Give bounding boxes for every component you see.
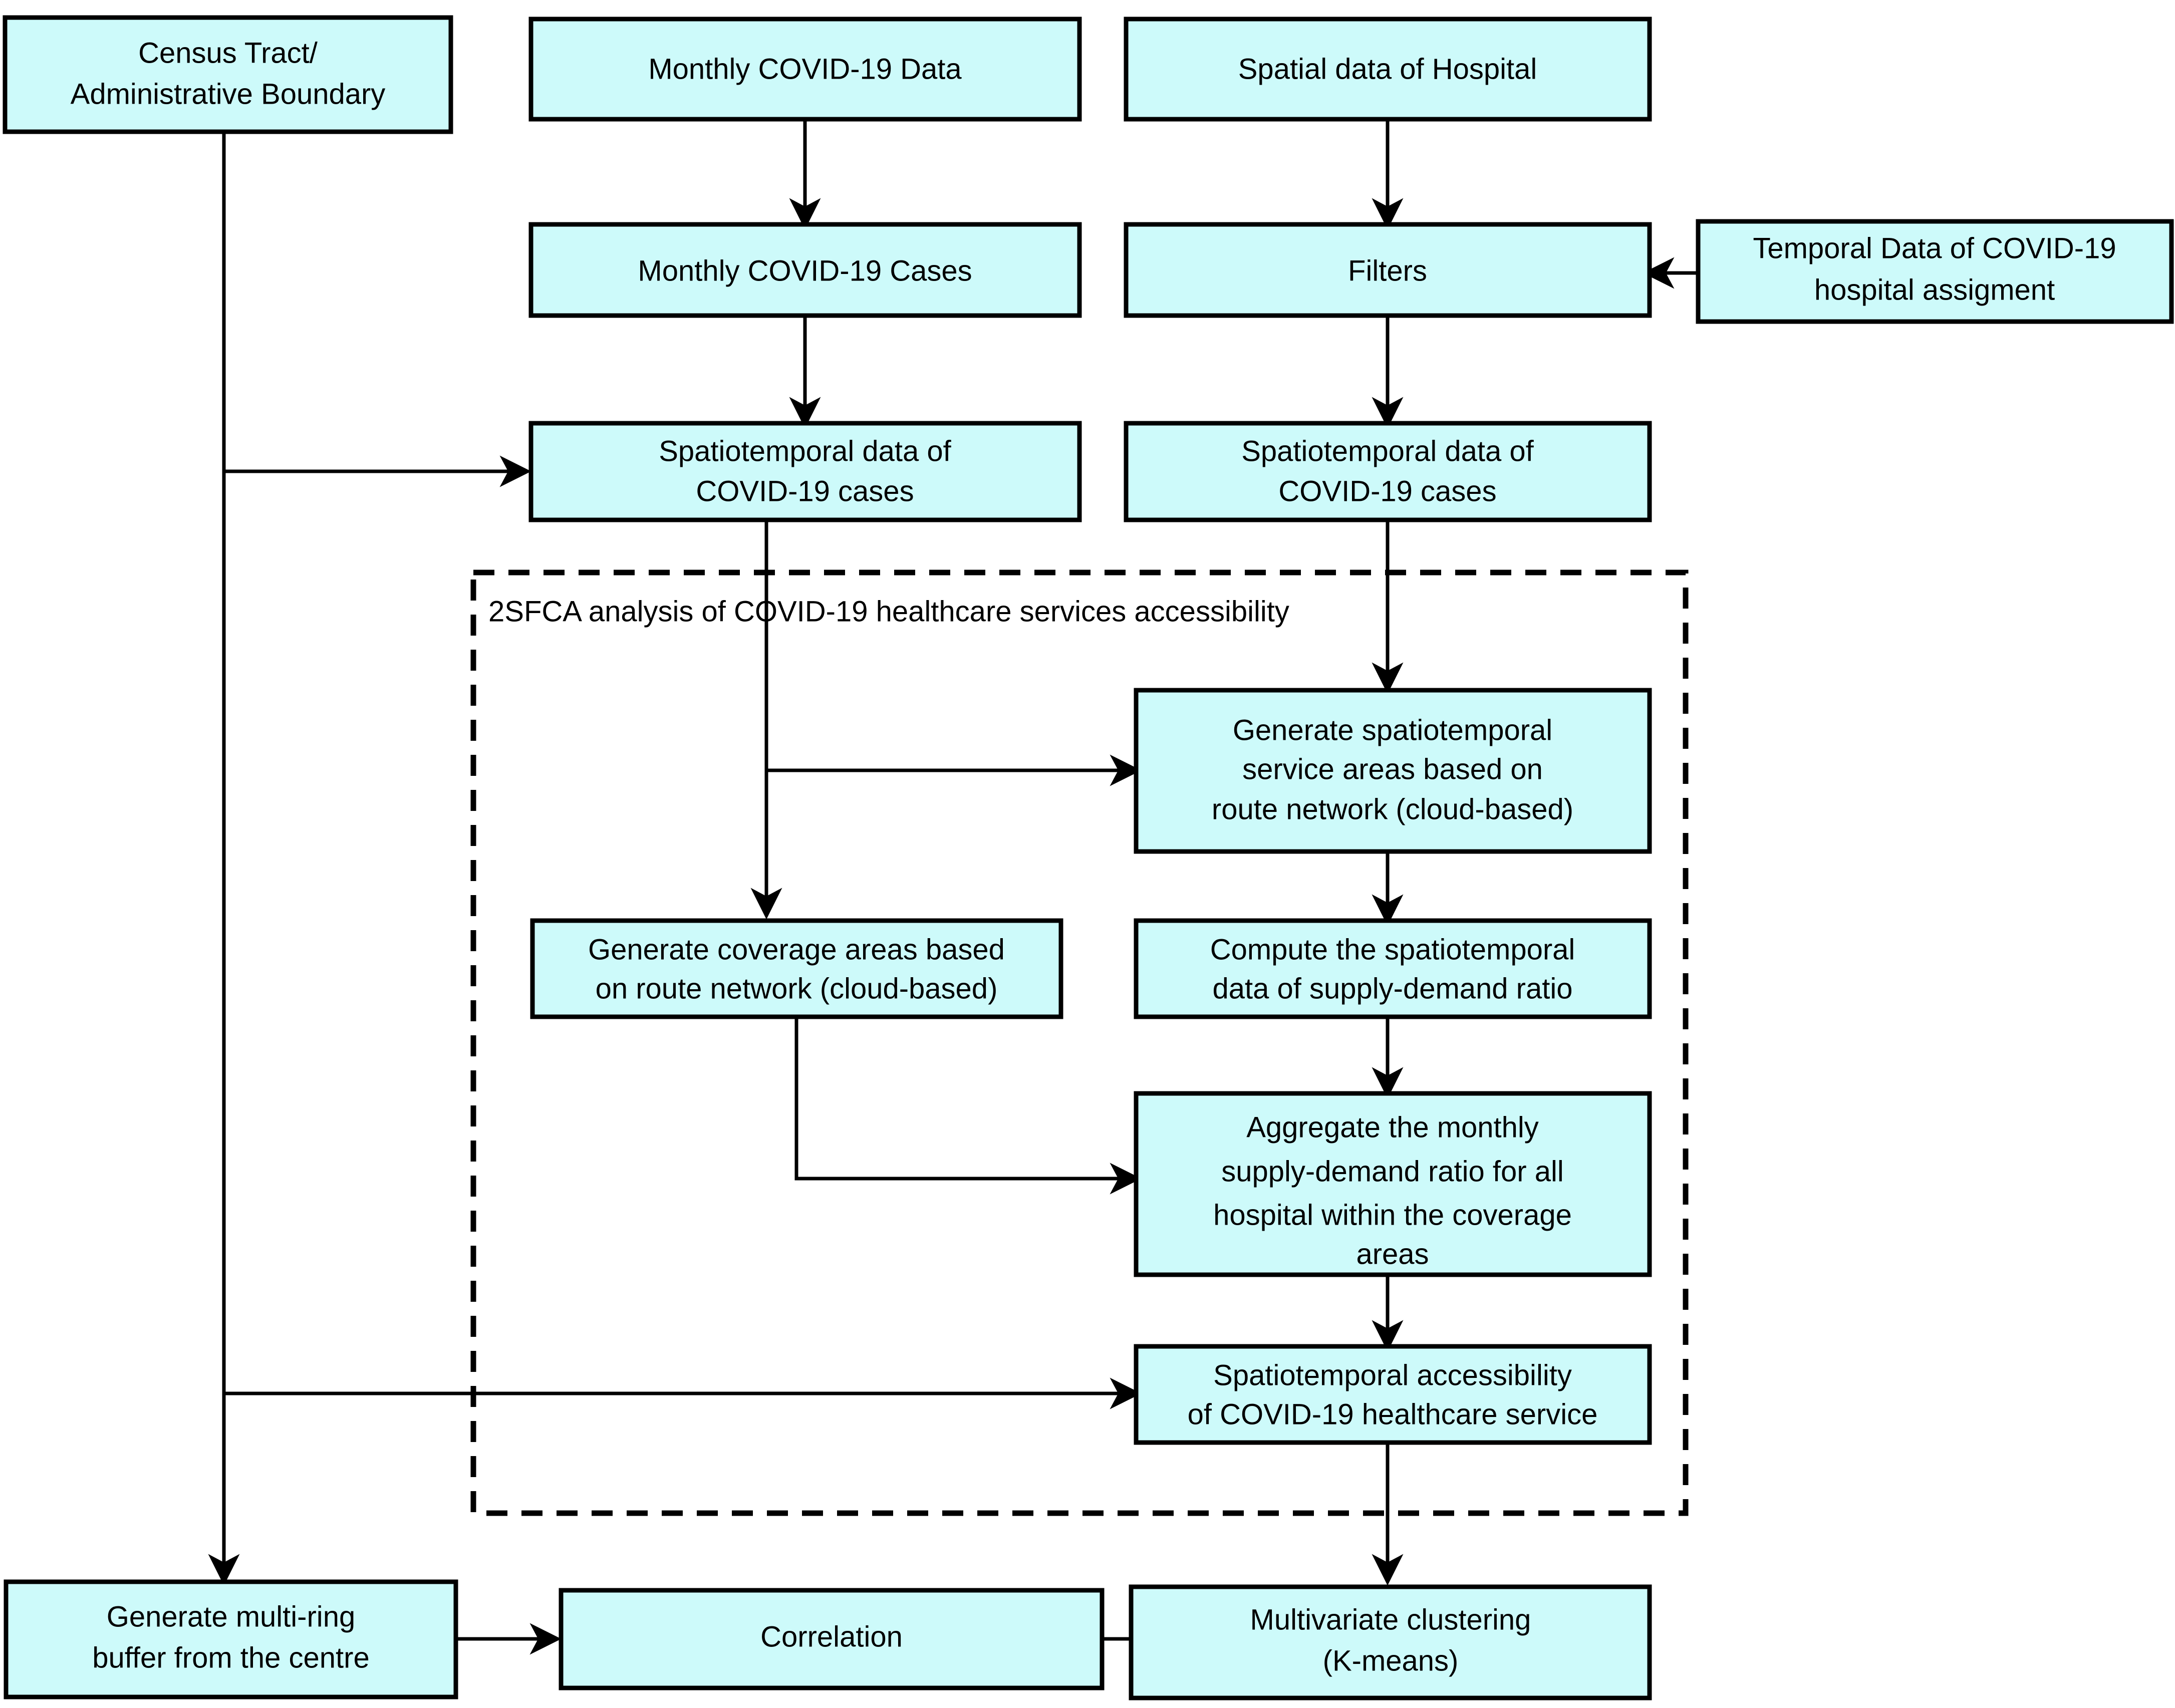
group-2sfca: 2SFCA analysis of COVID-19 healthcare se… xyxy=(470,570,1689,1516)
edge-coverage-areas-to-aggregate xyxy=(794,1017,1142,1195)
node-multivariate-clustering-line1: Multivariate clustering xyxy=(1250,1603,1531,1636)
node-monthly-covid-data-box[interactable] xyxy=(528,17,1082,122)
node-compute-supply-demand-box[interactable] xyxy=(1134,918,1652,1019)
node-generate-buffer-box[interactable] xyxy=(4,1579,458,1699)
node-spatial-data-hospital[interactable]: Spatial data of Hospital xyxy=(1124,17,1652,122)
node-spatiotemporal-cases-left-box[interactable] xyxy=(528,421,1082,522)
node-census-tract-box[interactable] xyxy=(3,15,453,134)
node-generate-coverage-areas-line2: on route network (cloud-based) xyxy=(596,972,998,1005)
node-monthly-covid-cases-line1: Monthly COVID-19 Cases xyxy=(638,254,972,287)
node-spatiotemporal-accessibility[interactable]: Spatiotemporal accessibility of COVID-19… xyxy=(1134,1344,1652,1445)
node-compute-supply-demand-line1: Compute the spatiotemporal xyxy=(1210,933,1575,966)
node-generate-coverage-areas-line1: Generate coverage areas based xyxy=(588,933,1005,966)
node-spatiotemporal-cases-left[interactable]: Spatiotemporal data of COVID-19 cases xyxy=(528,421,1082,522)
node-compute-supply-demand-line2: data of supply-demand ratio xyxy=(1213,972,1573,1005)
node-monthly-covid-data-line1: Monthly COVID-19 Data xyxy=(648,53,962,85)
node-spatiotemporal-cases-left-line1: Spatiotemporal data of xyxy=(659,435,951,467)
node-aggregate-ratio-line4: areas xyxy=(1356,1238,1429,1270)
node-filters[interactable]: Filters xyxy=(1124,222,1652,318)
node-generate-coverage-areas[interactable]: Generate coverage areas based on route n… xyxy=(530,918,1063,1019)
node-generate-service-areas-line2: service areas based on xyxy=(1242,753,1543,785)
node-aggregate-ratio-line3: hospital within the coverage xyxy=(1213,1199,1572,1231)
node-monthly-covid-data[interactable]: Monthly COVID-19 Data xyxy=(528,17,1082,122)
node-generate-service-areas[interactable]: Generate spatiotemporal service areas ba… xyxy=(1134,688,1652,854)
node-temporal-data-line2: hospital assigment xyxy=(1814,273,2055,306)
node-monthly-covid-cases-box[interactable] xyxy=(528,222,1082,318)
node-generate-service-areas-line1: Generate spatiotemporal xyxy=(1233,714,1552,746)
node-spatiotemporal-accessibility-box[interactable] xyxy=(1134,1344,1652,1445)
node-multivariate-clustering[interactable]: Multivariate clustering (K-means) xyxy=(1129,1584,1652,1700)
node-generate-coverage-areas-box[interactable] xyxy=(530,918,1063,1019)
group-2sfca-border xyxy=(470,570,1689,1516)
node-compute-supply-demand[interactable]: Compute the spatiotemporal data of suppl… xyxy=(1134,918,1652,1019)
node-aggregate-ratio-box[interactable] xyxy=(1134,1091,1652,1277)
node-spatiotemporal-cases-left-line2: COVID-19 cases xyxy=(696,475,914,507)
node-spatial-data-hospital-box[interactable] xyxy=(1124,17,1652,122)
node-temporal-data[interactable]: Temporal Data of COVID-19 hospital assig… xyxy=(1696,219,2174,324)
node-filters-line1: Filters xyxy=(1348,254,1427,287)
node-correlation-box[interactable] xyxy=(559,1588,1105,1690)
node-spatiotemporal-accessibility-line2: of COVID-19 healthcare service xyxy=(1188,1398,1598,1431)
node-generate-buffer-line1: Generate multi-ring xyxy=(107,1600,355,1633)
node-aggregate-ratio-line2: supply-demand ratio for all xyxy=(1221,1155,1563,1188)
node-multivariate-clustering-line2: (K-means) xyxy=(1323,1644,1459,1677)
node-census-tract-line1: Census Tract/ xyxy=(138,37,318,69)
node-generate-buffer[interactable]: Generate multi-ring buffer from the cent… xyxy=(4,1579,458,1699)
node-aggregate-ratio-line1: Aggregate the monthly xyxy=(1246,1111,1539,1144)
node-temporal-data-line1: Temporal Data of COVID-19 xyxy=(1753,232,2116,264)
node-generate-service-areas-line3: route network (cloud-based) xyxy=(1212,793,1573,825)
node-spatiotemporal-cases-right[interactable]: Spatiotemporal data of COVID-19 cases xyxy=(1124,421,1652,522)
node-census-tract-line2: Administrative Boundary xyxy=(71,78,386,110)
node-generate-buffer-line2: buffer from the centre xyxy=(92,1641,369,1674)
node-correlation[interactable]: Correlation xyxy=(559,1588,1105,1690)
node-spatiotemporal-cases-right-line2: COVID-19 cases xyxy=(1278,475,1496,507)
group-2sfca-label: 2SFCA analysis of COVID-19 healthcare se… xyxy=(488,595,1289,628)
node-filters-box[interactable] xyxy=(1124,222,1652,318)
node-multivariate-clustering-box[interactable] xyxy=(1129,1584,1652,1700)
node-spatial-data-hospital-line1: Spatial data of Hospital xyxy=(1238,53,1537,85)
node-correlation-line1: Correlation xyxy=(760,1620,903,1653)
node-census-tract[interactable]: Census Tract/ Administrative Boundary xyxy=(3,15,453,134)
node-spatiotemporal-cases-right-line1: Spatiotemporal data of xyxy=(1241,435,1534,467)
node-aggregate-ratio[interactable]: Aggregate the monthly supply-demand rati… xyxy=(1134,1091,1652,1277)
node-monthly-covid-cases[interactable]: Monthly COVID-19 Cases xyxy=(528,222,1082,318)
node-generate-service-areas-box[interactable] xyxy=(1134,688,1652,854)
node-temporal-data-box[interactable] xyxy=(1696,219,2174,324)
node-spatiotemporal-accessibility-line1: Spatiotemporal accessibility xyxy=(1213,1359,1572,1391)
node-spatiotemporal-cases-right-box[interactable] xyxy=(1124,421,1652,522)
